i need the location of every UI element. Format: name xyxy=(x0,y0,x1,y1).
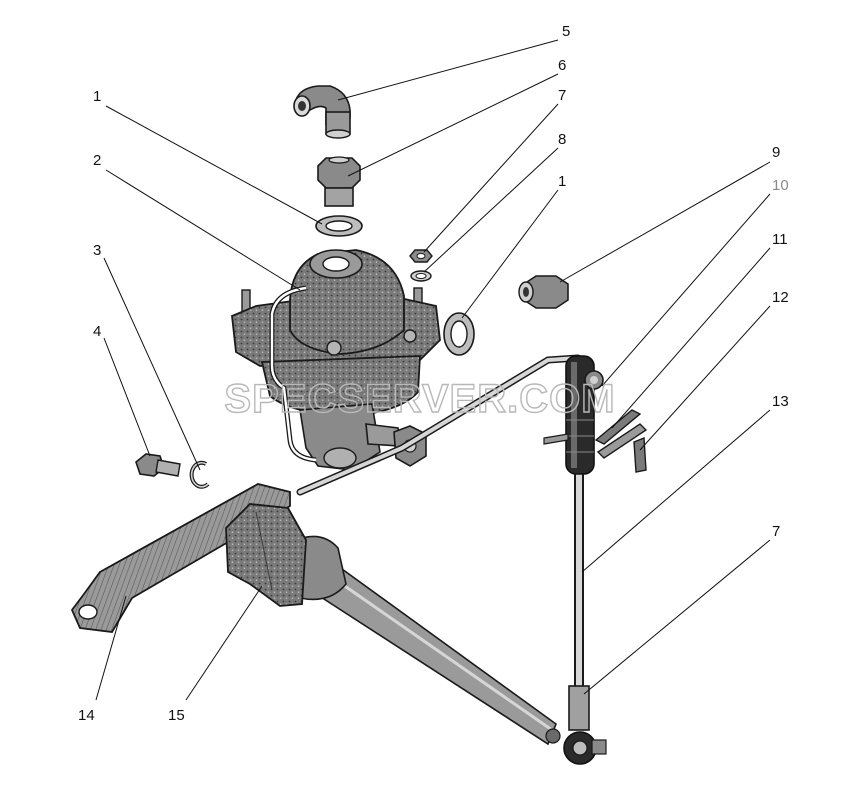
torsion-arm xyxy=(225,503,561,746)
watermark: SPECSERVER.COM xyxy=(224,376,616,421)
union-fitting xyxy=(518,275,569,309)
spring-plate xyxy=(633,436,647,473)
vertical-link-rod xyxy=(563,355,607,765)
mounting-bolt xyxy=(135,453,181,477)
callout-15: 15 xyxy=(168,707,185,724)
leader-lines xyxy=(95,39,771,701)
callout-6: 6 xyxy=(558,57,566,74)
callout-5: 5 xyxy=(562,23,570,40)
callout-1-upper: 1 xyxy=(93,88,101,105)
callout-9: 9 xyxy=(772,144,780,161)
callout-labels: 5 6 7 1 2 8 1 9 10 11 3 12 4 13 7 14 15 xyxy=(78,23,789,724)
callout-10: 10 xyxy=(772,177,789,194)
regulator-lever xyxy=(296,354,582,496)
callout-13: 13 xyxy=(772,393,789,410)
snap-ring xyxy=(189,460,210,489)
brake-force-regulator-body xyxy=(231,249,441,471)
callout-1-right: 1 xyxy=(558,173,566,190)
callout-2: 2 xyxy=(93,152,101,169)
retaining-clip xyxy=(594,409,648,459)
watermark-text: SPECSERVER.COM xyxy=(224,377,615,421)
cotter-pin xyxy=(543,433,569,445)
adapter-nut xyxy=(317,156,361,207)
small-nut xyxy=(409,249,433,263)
callout-14: 14 xyxy=(78,707,95,724)
sealing-washer-right xyxy=(443,312,475,356)
lock-washer xyxy=(410,270,432,282)
callout-7: 7 xyxy=(558,87,566,104)
callout-7-lower: 7 xyxy=(772,523,780,540)
callout-8: 8 xyxy=(558,131,566,148)
callout-4: 4 xyxy=(93,323,101,340)
elbow-fitting xyxy=(293,85,351,139)
sealing-washer-upper xyxy=(315,215,363,237)
callout-3: 3 xyxy=(93,242,101,259)
callout-11: 11 xyxy=(772,231,788,248)
callout-12: 12 xyxy=(772,289,789,306)
